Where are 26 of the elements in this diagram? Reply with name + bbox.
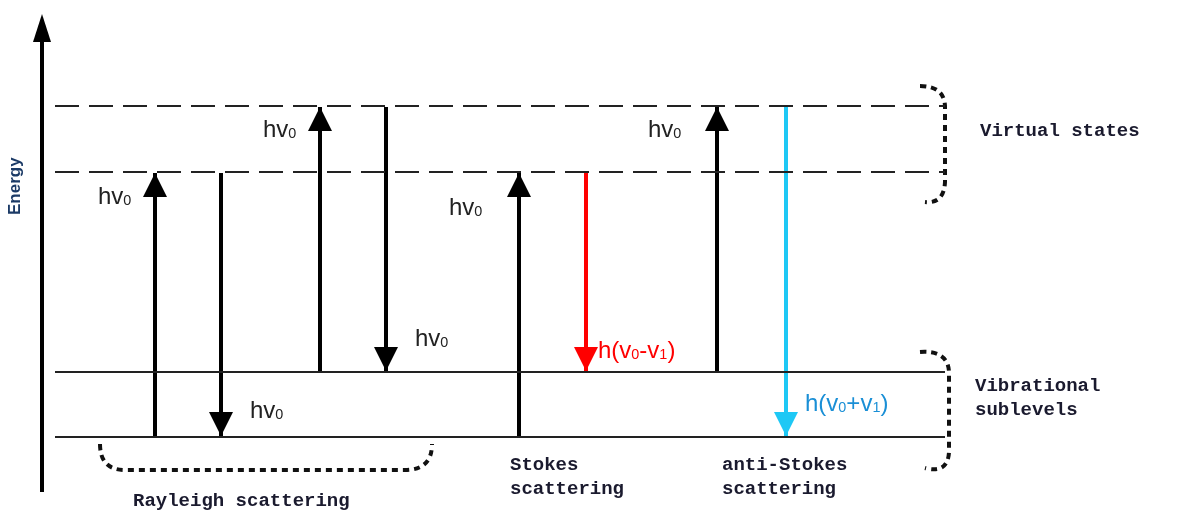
group-label: Stokes scattering <box>510 454 626 502</box>
energy-level-line <box>55 436 945 438</box>
edge-label: hv$_{0}$ <box>449 195 483 219</box>
edge-label: hv$_{0}$ <box>648 117 682 141</box>
edge-label: hv$_{0}$ <box>250 398 284 422</box>
edge-label: hv$_{0}$ <box>263 117 297 141</box>
virtual-state-level-line <box>55 105 945 107</box>
edge-label: h(v$_{0}$+v$_{1}$) <box>805 391 889 415</box>
transition-arrow <box>209 173 233 436</box>
group-label: Vibrational sublevels <box>975 375 1102 423</box>
energy-level-line <box>55 371 945 373</box>
transition-arrow <box>143 173 167 436</box>
edge-label: hv$_{0}$ <box>98 184 132 208</box>
group-label: Virtual states <box>980 120 1141 144</box>
transition-arrow <box>705 107 729 371</box>
transition-arrow <box>374 107 398 371</box>
edge-label: h(v$_{0}$-v$_{1}$) <box>598 338 676 362</box>
edge-label: hv$_{0}$ <box>415 326 449 350</box>
axis-label: Energy <box>4 157 25 215</box>
transition-arrow <box>574 173 598 371</box>
group-label: Rayleigh scattering <box>133 490 351 514</box>
virtual-state-level-line <box>55 171 945 173</box>
transition-arrow <box>774 107 798 436</box>
transition-arrow <box>308 107 332 371</box>
transition-arrow <box>507 173 531 436</box>
group-label: anti-Stokes scattering <box>722 454 849 502</box>
